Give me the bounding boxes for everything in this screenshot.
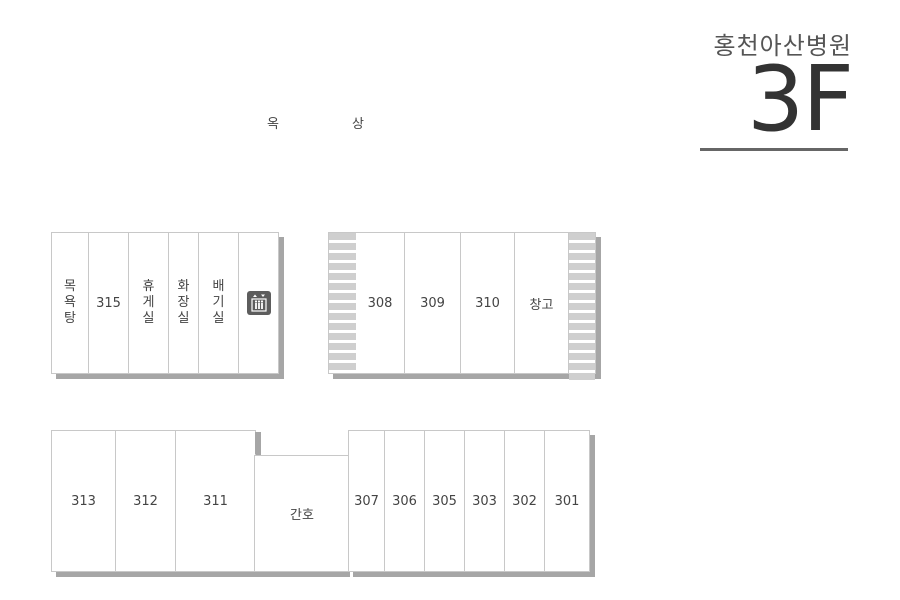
room-309-label: 309 [420,295,445,311]
room-bath-label-3: 탕 [64,311,76,326]
floor-block-lower-right: 307 306 305 303 302 301 [348,430,590,572]
floor-label: 3F [746,47,854,152]
room-310[interactable]: 310 [461,233,515,373]
room-313[interactable]: 313 [52,431,116,571]
room-303[interactable]: 303 [465,431,505,571]
room-restroom-label-2: 장 [177,295,190,310]
room-restroom-label-1: 화 [177,279,190,294]
room-313-label: 313 [71,493,96,509]
room-305[interactable]: 305 [425,431,465,571]
room-nurse-station-label: 간호 [290,508,314,523]
room-distribution-label-2: 기 [212,295,225,310]
room-bath-label-2: 욕 [64,295,76,310]
room-restroom-label-3: 실 [177,311,190,326]
room-311[interactable]: 311 [176,431,255,571]
room-309[interactable]: 309 [405,233,461,373]
room-308-label: 308 [367,295,393,311]
room-301[interactable]: 301 [545,431,589,571]
room-303-label: 303 [472,493,497,509]
room-308[interactable]: 308 [356,233,405,373]
header-underline [700,148,848,151]
room-distribution-label-3: 실 [212,311,225,326]
room-distribution-label-1: 배 [212,279,225,294]
room-distribution[interactable]: 배 기 실 [199,233,239,373]
room-307[interactable]: 307 [349,431,385,571]
elevator-icon [246,291,271,315]
room-311-label: 311 [203,493,228,509]
floor-block-upper-right: 308 309 310 창고 [328,232,596,380]
room-312-label: 312 [133,493,158,509]
room-bath-label-1: 목 [64,279,76,294]
rooftop-label-char-1: 옥 [267,117,279,132]
room-310-label: 310 [475,295,500,311]
room-306[interactable]: 306 [385,431,425,571]
room-302[interactable]: 302 [505,431,545,571]
room-306-label: 306 [392,493,417,509]
room-storage-label: 창고 [529,297,554,313]
room-restroom[interactable]: 화 장 실 [169,233,199,373]
room-315[interactable]: 315 [89,233,129,373]
room-bath[interactable]: 목 욕 탕 [52,233,89,373]
room-lounge-label-3: 실 [142,311,155,326]
stairs-icon [329,233,356,373]
room-305-label: 305 [432,493,457,509]
hospital-name: 홍천아산병원 [713,32,852,60]
room-lounge-label-2: 게 [142,295,155,310]
rooftop-label-char-2: 상 [352,117,364,132]
notch-shadow [255,432,261,454]
room-302-label: 302 [512,493,537,509]
room-nurse-station[interactable]: 간호 [254,455,350,572]
room-315-label: 315 [96,295,121,311]
floor-block-upper-left: 목 욕 탕 315 휴 게 실 화 장 실 배 기 실 [51,232,279,374]
floor-block-lower-left: 313 312 311 [51,430,256,572]
room-312[interactable]: 312 [116,431,176,571]
room-lounge-label-1: 휴 [142,279,155,294]
stairs-icon [569,233,595,380]
room-storage[interactable]: 창고 [515,233,569,373]
room-307-label: 307 [354,493,379,509]
room-301-label: 301 [554,493,580,509]
elevator-area[interactable] [239,233,278,373]
room-lounge[interactable]: 휴 게 실 [129,233,169,373]
